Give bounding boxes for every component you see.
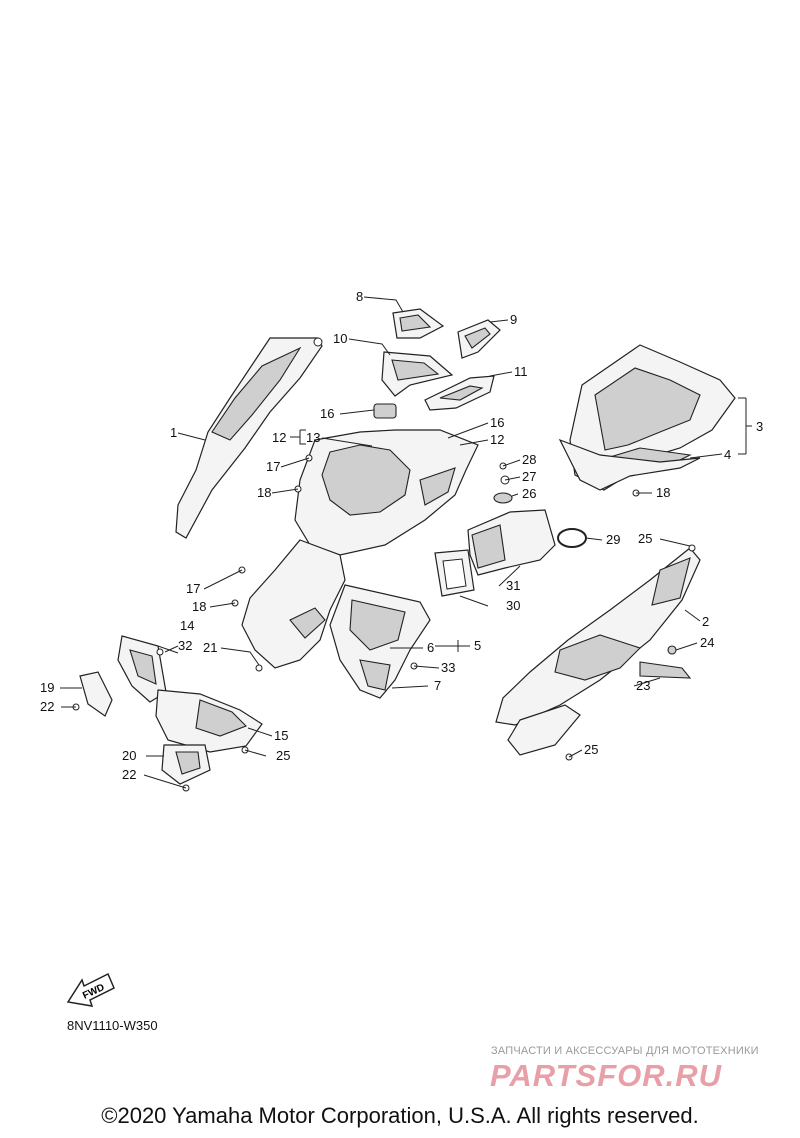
- callout-28: 28: [522, 452, 536, 467]
- part-30-seal-frame: [434, 549, 475, 597]
- callout-23: 23: [636, 678, 650, 693]
- part-5-inner-panel: [329, 584, 431, 699]
- part-19-cover: [79, 671, 113, 717]
- diagram-code: 8NV1110-W350: [67, 1018, 158, 1033]
- callout-1: 1: [170, 425, 177, 440]
- callout-25-right: 25: [638, 531, 652, 546]
- callout-3: 3: [756, 419, 763, 434]
- callout-22-upper: 22: [40, 699, 54, 714]
- callout-20: 20: [122, 748, 136, 763]
- callout-32: 32: [178, 638, 192, 653]
- callout-labels: 1 2 3 4 5 6 7 8 9 10 11 12 12 13 14 15 1…: [40, 289, 763, 782]
- callout-19: 19: [40, 680, 54, 695]
- callout-25-left: 25: [276, 748, 290, 763]
- callout-31: 31: [506, 578, 520, 593]
- callout-24: 24: [700, 635, 714, 650]
- leader-lines: [60, 296, 752, 789]
- callout-11: 11: [514, 364, 528, 379]
- part-15-lower-bracket: [155, 689, 263, 753]
- callout-2: 2: [702, 614, 709, 629]
- callout-29: 29: [606, 532, 620, 547]
- callout-8: 8: [356, 289, 363, 304]
- callout-21: 21: [203, 640, 217, 655]
- callout-6: 6: [427, 640, 434, 655]
- part-14-bracket: [117, 635, 167, 703]
- part-12-front-cowl: [294, 429, 479, 556]
- part-29-ring: [557, 528, 587, 548]
- callout-26: 26: [522, 486, 536, 501]
- callout-17-lower: 17: [186, 581, 200, 596]
- callout-14: 14: [180, 618, 194, 633]
- part-lower-cowl-body: [241, 539, 346, 669]
- part-26-grommet: [493, 492, 513, 504]
- part-1-left-cowl: [175, 337, 323, 539]
- callout-18-upper: 18: [257, 485, 271, 500]
- callout-13: 13: [306, 430, 320, 445]
- part-16-seal-left: [373, 403, 397, 419]
- fastener-bolts: [72, 454, 696, 792]
- callout-9: 9: [510, 312, 517, 327]
- callout-16-left: 16: [320, 406, 334, 421]
- part-11-duct-panel: [424, 375, 495, 411]
- callout-7: 7: [434, 678, 441, 693]
- callout-33: 33: [441, 660, 455, 675]
- callout-17-upper: 17: [266, 459, 280, 474]
- part-23-bracket: [639, 661, 692, 679]
- callout-12-right: 12: [490, 432, 504, 447]
- part-2-right-cowl: [495, 547, 701, 756]
- part-24-grommet: [667, 645, 677, 655]
- callout-25-bottom: 25: [584, 742, 598, 757]
- part-4-tray-cover: [558, 438, 701, 491]
- callout-5: 5: [474, 638, 481, 653]
- callout-16-right: 16: [490, 415, 504, 430]
- callout-15: 15: [274, 728, 288, 743]
- watermark-subtitle: ЗАПЧАСТИ И АКСЕССУАРЫ ДЛЯ МОТОТЕХНИКИ: [491, 1045, 759, 1057]
- callout-30: 30: [506, 598, 520, 613]
- callout-12-left: 12: [272, 430, 286, 445]
- callout-18-right: 18: [656, 485, 670, 500]
- part-32-clip: [156, 648, 164, 656]
- watermark-brand: PARTSFOR.RU: [490, 1058, 723, 1093]
- fwd-arrow: FWD: [66, 972, 115, 1007]
- part-31-air-duct: [467, 509, 556, 576]
- callout-4: 4: [724, 447, 731, 462]
- copyright-notice: ©2020 Yamaha Motor Corporation, U.S.A. A…: [101, 1103, 699, 1128]
- part-10-duct-panel: [381, 351, 454, 397]
- part-8-vent-cover: [392, 308, 445, 339]
- callout-10: 10: [333, 331, 347, 346]
- part-20-grille: [161, 744, 211, 785]
- callout-18-lower: 18: [192, 599, 206, 614]
- callout-22-lower: 22: [122, 767, 136, 782]
- part-9-vent-cover: [457, 319, 501, 359]
- callout-27: 27: [522, 469, 536, 484]
